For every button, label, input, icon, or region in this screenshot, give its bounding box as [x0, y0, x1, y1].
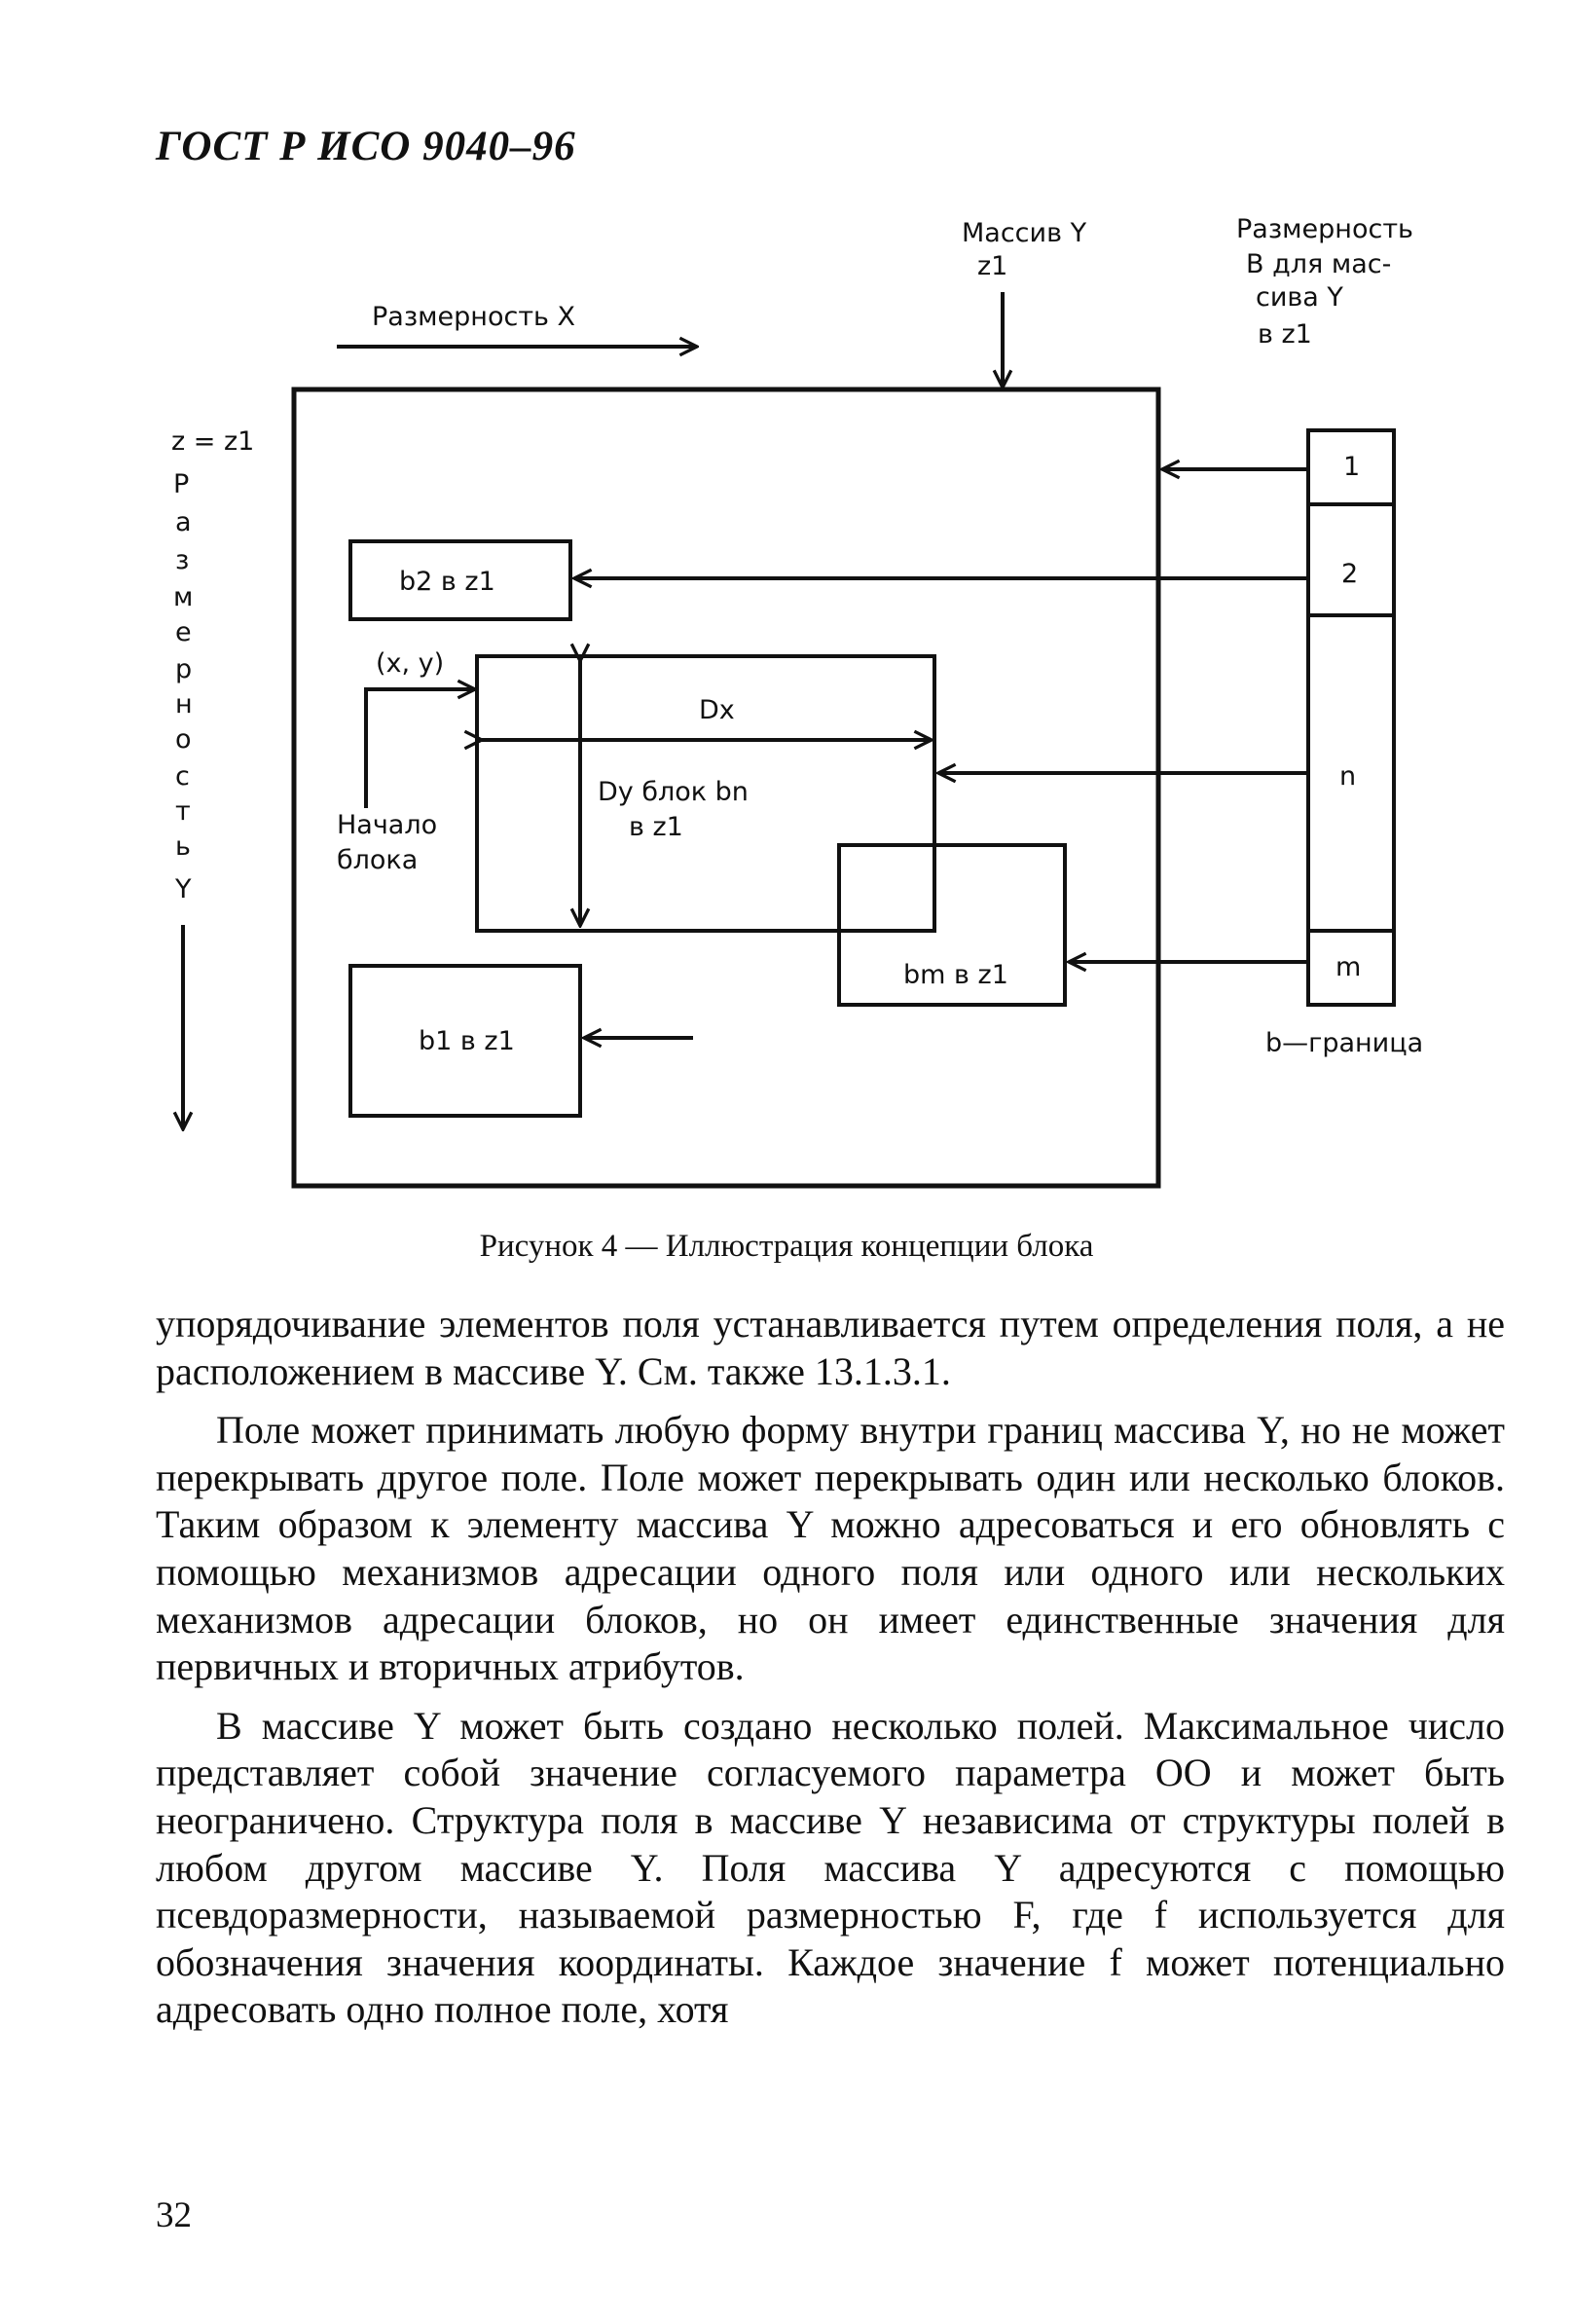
paragraph: Поле может принимать любую форму внутри …	[156, 1408, 1505, 1689]
array-y-frame	[291, 387, 1161, 1189]
svg-text:з: з	[175, 545, 189, 575]
array-y-label: Массив Y	[962, 218, 1087, 248]
dimension-y-vertical-label: Р а з м е р н о с т ь Y	[173, 469, 193, 904]
svg-text:а: а	[175, 507, 192, 537]
dy-z-label: в z1	[629, 812, 683, 842]
svg-text:ь: ь	[175, 831, 191, 862]
svg-text:м: м	[173, 582, 193, 612]
z-label: z = z1	[171, 426, 254, 457]
block-bn	[475, 654, 936, 933]
body-text: упорядочивание элементов поля устанавлив…	[156, 1301, 1505, 2034]
svg-text:с: с	[175, 761, 190, 792]
svg-text:е: е	[175, 617, 192, 647]
page-number: 32	[156, 2195, 192, 2235]
boundary-column	[1306, 428, 1396, 1007]
start-block-label-2: блока	[337, 845, 418, 875]
block-concept-figure: Массив Y z1 Размерность X Размерность В …	[171, 214, 1423, 1189]
dimension-b-label-4: в z1	[1258, 319, 1312, 350]
boundary-label: b—граница	[1265, 1028, 1423, 1058]
cell-n-label: n	[1339, 761, 1356, 792]
paragraph: упорядочивание элементов поля устанавлив…	[156, 1302, 1505, 1393]
array-y-z-label: z1	[977, 251, 1007, 281]
paragraph: В массиве Y может быть создано несколько…	[156, 1703, 1505, 2032]
start-block-label-1: Начало	[337, 810, 437, 840]
dx-label: Dx	[699, 695, 735, 725]
svg-text:н: н	[175, 689, 193, 719]
svg-text:Р: Р	[173, 469, 189, 499]
block-b2	[348, 539, 572, 621]
block-bm	[837, 843, 1067, 1007]
dimension-b-label-3: сива Y	[1256, 282, 1343, 313]
dimension-b-label-1: Размерность	[1236, 214, 1413, 244]
block-b1	[348, 964, 582, 1118]
block-b2-label: b2 в z1	[399, 567, 495, 597]
cell-2-label: 2	[1341, 559, 1358, 589]
start-block-pointer	[364, 689, 475, 808]
dimension-x-label: Размерность X	[372, 302, 575, 332]
cell-m-label: m	[1335, 952, 1361, 982]
dimension-b-label-2: В для мас-	[1246, 249, 1391, 279]
svg-text:р: р	[175, 654, 192, 684]
svg-text:т: т	[175, 796, 191, 827]
document-header: ГОСТ Р ИСО 9040–96	[156, 124, 576, 169]
block-b1-label: b1 в z1	[419, 1026, 515, 1056]
start-xy-label: (x, y)	[376, 648, 444, 679]
svg-text:Y: Y	[174, 874, 192, 904]
dy-label: Dy блок bn	[598, 777, 749, 807]
cell-1-label: 1	[1343, 452, 1360, 482]
block-bm-label: bm в z1	[903, 960, 1008, 990]
svg-text:о: о	[175, 724, 192, 755]
figure-caption: Рисунок 4 — Иллюстрация концепции блока	[479, 1229, 1094, 1264]
